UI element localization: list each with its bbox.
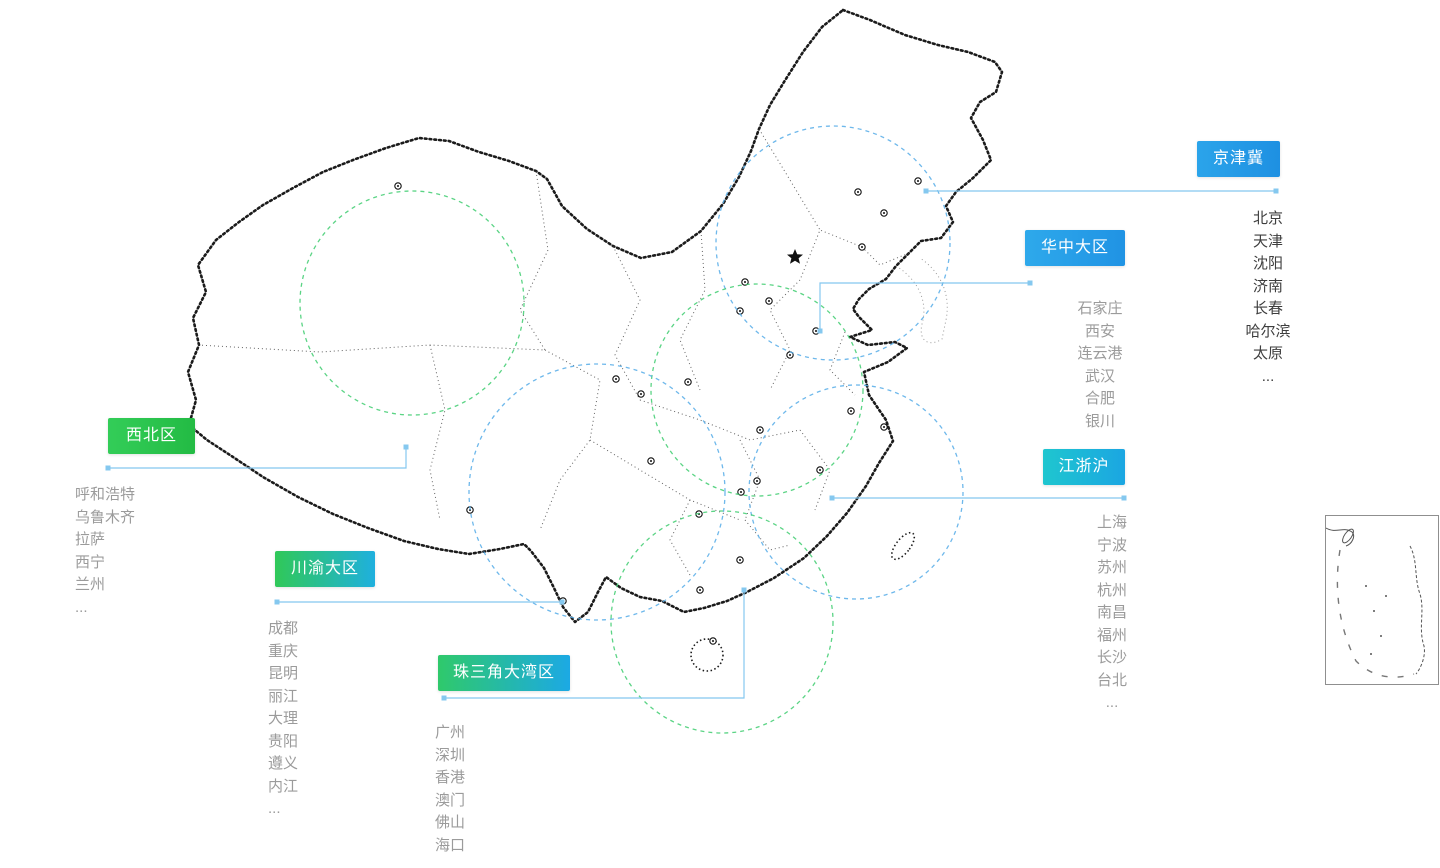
city-item: 北京 xyxy=(1252,210,1283,227)
city-item: 银川 xyxy=(1084,412,1115,430)
city-item: 乌鲁木齐 xyxy=(75,508,136,526)
region-label-huazhong: 华中大区 xyxy=(1025,230,1125,266)
city-item: 太原 xyxy=(1252,345,1283,362)
city-item: 内江 xyxy=(268,777,299,795)
city-item: 海口 xyxy=(435,836,466,854)
connector-chuanyu xyxy=(274,599,565,605)
city-list-xibei: 呼和浩特乌鲁木齐拉萨西宁兰州... xyxy=(75,484,195,619)
city-list-huazhong: 石家庄西安连云港武汉合肥银川 xyxy=(1048,298,1152,433)
city-item: 济南 xyxy=(1252,277,1283,295)
connector-jingjinji xyxy=(923,188,1279,194)
city-item: ... xyxy=(435,859,448,868)
inset-map-graphic xyxy=(1325,527,1425,678)
city-item: 苏州 xyxy=(1096,559,1127,576)
city-item: 天津 xyxy=(1252,232,1283,250)
city-marker xyxy=(647,457,655,465)
city-item: 丽江 xyxy=(268,687,299,705)
city-list-chuanyu: 成都重庆昆明丽江大理贵阳遵义内江... xyxy=(268,618,368,821)
region-circle-chuanyu xyxy=(468,363,726,621)
city-marker xyxy=(816,466,824,474)
city-item: 西安 xyxy=(1084,322,1115,340)
city-marker xyxy=(765,297,773,305)
city-item: 西宁 xyxy=(75,553,106,571)
city-item: 福州 xyxy=(1096,626,1127,644)
city-marker xyxy=(753,477,761,485)
city-marker xyxy=(756,426,764,434)
city-item: 上海 xyxy=(1096,514,1127,531)
hainan-island xyxy=(690,638,724,672)
beijing-star-marker xyxy=(787,249,803,264)
city-item: 澳门 xyxy=(435,791,466,809)
city-item: ... xyxy=(1261,367,1275,385)
province-boundaries xyxy=(197,128,910,576)
city-item: 广州 xyxy=(435,724,466,741)
city-marker xyxy=(696,586,704,594)
taiwan-island xyxy=(890,531,916,561)
city-item: 遵义 xyxy=(268,755,299,772)
city-item: 长春 xyxy=(1252,300,1283,317)
city-item: 杭州 xyxy=(1096,581,1127,599)
region-label-jingjinji: 京津冀 xyxy=(1197,141,1280,177)
city-item: 台北 xyxy=(1096,671,1127,689)
city-markers xyxy=(394,177,922,645)
city-item: 哈尔滨 xyxy=(1245,322,1291,340)
city-item: 宁波 xyxy=(1096,536,1127,554)
city-item: 沈阳 xyxy=(1252,255,1283,272)
china-mainland-outline xyxy=(186,8,1004,624)
city-list-jingjinji: 北京天津沈阳济南长春哈尔滨太原... xyxy=(1210,208,1326,388)
region-label-zhusanjiao: 珠三角大湾区 xyxy=(438,655,570,691)
city-item: 香港 xyxy=(435,769,466,786)
region-label-jiangzhehu: 江浙沪 xyxy=(1043,449,1125,485)
region-circle-huazhong xyxy=(650,283,864,497)
city-marker xyxy=(637,390,645,398)
region-circle-zhusanjiao xyxy=(610,510,834,734)
city-marker xyxy=(880,423,888,431)
korea-outline xyxy=(895,257,948,344)
city-item: 呼和浩特 xyxy=(75,486,136,503)
city-item: 合肥 xyxy=(1084,390,1115,407)
connector-huazhong xyxy=(817,280,1033,334)
city-item: 兰州 xyxy=(75,576,106,593)
city-marker xyxy=(612,375,620,383)
city-item: 佛山 xyxy=(435,814,466,831)
connector-zhusanjiao xyxy=(441,587,747,701)
region-label-chuanyu: 川渝大区 xyxy=(275,551,375,587)
city-item: 深圳 xyxy=(435,746,466,764)
region-circle-jiangzhehu xyxy=(748,384,964,600)
city-item: 连云港 xyxy=(1077,345,1123,362)
connector-jiangzhehu xyxy=(829,495,1127,501)
city-item: 南昌 xyxy=(1096,604,1127,621)
city-item: ... xyxy=(268,800,281,817)
city-marker xyxy=(847,407,855,415)
city-marker xyxy=(854,188,862,196)
city-list-zhusanjiao: 广州深圳香港澳门佛山海口... xyxy=(435,722,535,868)
city-item: 武汉 xyxy=(1084,367,1115,385)
region-label-xibei: 西北区 xyxy=(108,418,195,454)
city-item: 石家庄 xyxy=(1077,300,1123,317)
city-item: 重庆 xyxy=(268,642,299,660)
connector-xibei xyxy=(105,444,409,471)
region-circle-jingjinji xyxy=(715,125,951,361)
city-item: ... xyxy=(75,598,88,616)
region-circle-xibei xyxy=(299,190,525,416)
city-marker xyxy=(684,378,692,386)
city-item: 拉萨 xyxy=(75,531,106,548)
south-china-sea-inset-map xyxy=(1325,515,1439,685)
city-marker xyxy=(914,177,922,185)
city-marker xyxy=(858,243,866,251)
city-list-jiangzhehu: 上海宁波苏州杭州南昌福州长沙台北... xyxy=(1060,512,1164,715)
city-item: ... xyxy=(1105,694,1119,711)
city-marker xyxy=(736,556,744,564)
city-item: 贵阳 xyxy=(268,732,299,750)
city-item: 长沙 xyxy=(1096,649,1127,666)
city-marker xyxy=(880,209,888,217)
city-marker xyxy=(394,182,402,190)
city-item: 成都 xyxy=(268,620,299,637)
city-item: 大理 xyxy=(268,710,299,727)
city-item: 昆明 xyxy=(268,665,299,682)
city-marker xyxy=(709,637,717,645)
